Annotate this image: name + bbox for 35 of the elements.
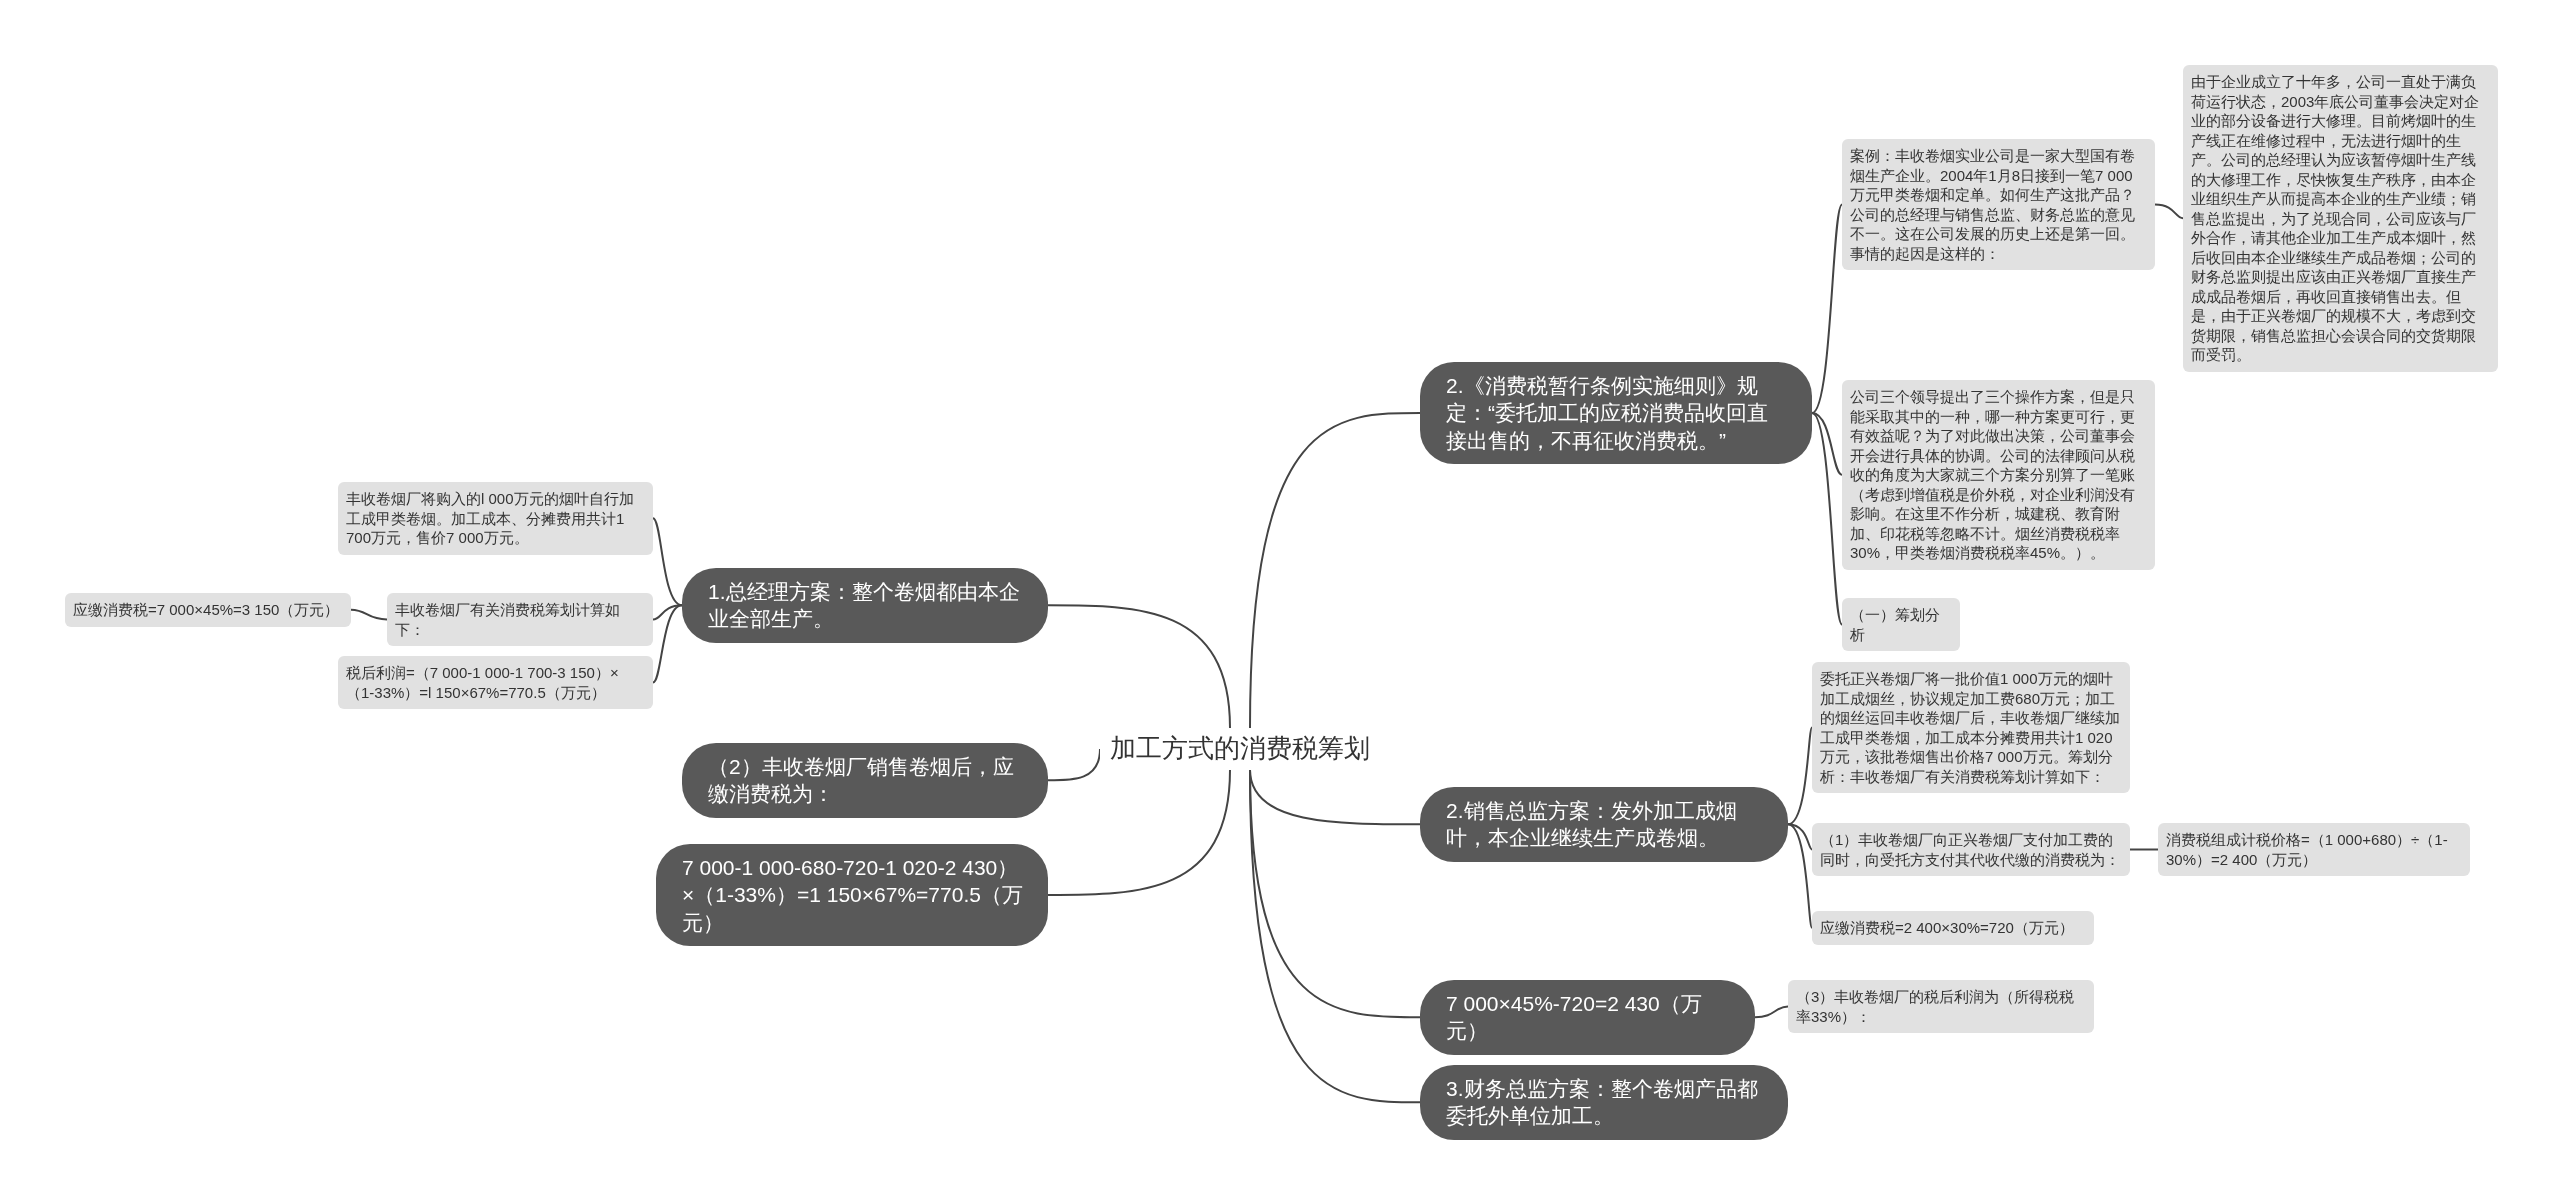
note-box: 税后利润=（7 000-1 000-1 700-3 150）×（1-33%）=l 150×67%=770.5（万元） — [338, 656, 653, 709]
connector-line — [1249, 411, 1421, 729]
connector-line — [1811, 411, 1843, 626]
topic-box: 2.销售总监方案：发外加工成烟叶，本企业继续生产成卷烟。 — [1420, 787, 1788, 862]
note-box: 丰收卷烟厂将购入的l 000万元的烟叶自行加工成甲类卷烟。加工成本、分摊费用共计1 700万元，售价7 000万元。 — [338, 482, 653, 555]
note-box: 委托正兴卷烟厂将一批价值1 000万元的烟叶加工成烟丝，协议规定加工费680万元；加工的烟丝运回丰收卷烟厂后，丰收卷烟厂继续加工成甲类卷烟，加工成本分摊费用共计1 020万元，该批卷烟售出价格7 000万元。筹划分析：丰收卷烟厂有关消费税筹划计算如下： — [1812, 662, 2130, 793]
connector-line — [2129, 848, 2159, 851]
connector-line — [2154, 203, 2184, 220]
topic-box: 2.《消费税暂行条例实施细则》规定：“委托加工的应税消费品收回直接出售的，不再征收消费税。” — [1420, 362, 1812, 464]
connector-line — [1787, 726, 1813, 826]
connector-line — [1811, 411, 1843, 476]
connector-line — [652, 604, 683, 684]
topic-box: 1.总经理方案：整个卷烟都由本企业全部生产。 — [682, 568, 1048, 643]
note-box: 应缴消费税=7 000×45%=3 150（万元） — [65, 593, 351, 627]
connector-line — [1811, 203, 1843, 414]
note-box: 丰收卷烟厂有关消费税筹划计算如下： — [387, 593, 653, 646]
connector-line — [1754, 1005, 1789, 1019]
connector-line — [1787, 823, 1813, 851]
note-box: 消费税组成计税价格=（1 000+680）÷（1-30%）=2 400（万元） — [2158, 823, 2470, 876]
topic-box: 7 000×45%-720=2 430（万元） — [1420, 980, 1755, 1055]
connector-line — [1047, 604, 1231, 729]
note-box: （3）丰收卷烟厂的税后利润为（所得税税率33%）： — [1788, 980, 2094, 1033]
connector-line — [1787, 823, 1813, 929]
connector-line — [652, 604, 683, 621]
note-box: （一）筹划分析 — [1842, 598, 1960, 651]
connector-line — [350, 608, 388, 621]
note-box: 案例：丰收卷烟实业公司是一家大型国有卷烟生产企业。2004年1月8日接到一笔7 000万元甲类卷烟和定单。如何生产这批产品？公司的总经理与销售总监、财务总监的意见不一。这在公司发展的历史上还是第一回。事情的起因是这样的： — [1842, 139, 2155, 270]
topic-box: 3.财务总监方案：整个卷烟产品都委托外单位加工。 — [1420, 1065, 1788, 1140]
note-box: 公司三个领导提出了三个操作方案，但是只能采取其中的一种，哪一种方案更可行，更有效益呢？为了对此做出决策，公司董事会开会进行具体的协调。公司的法律顾问从税收的角度为大家就三个方案分别算了一笔账（考虑到增值税是价外税，对企业利润没有影响。在这里不作分析，城建税、教育附加、印花税等忽略不计。烟丝消费税税率30%，甲类卷烟消费税税率45%。）。 — [1842, 380, 2155, 570]
note-box: （1）丰收卷烟厂向正兴卷烟厂支付加工费的同时，向受托方支付其代收代缴的消费税为： — [1812, 823, 2130, 876]
note-box: 应缴消费税=2 400×30%=720（万元） — [1812, 911, 2094, 945]
topic-box: 7 000-1 000-680-720-1 020-2 430）×（1-33%）=1 150×67%=770.5（万元） — [656, 844, 1048, 946]
note-box: 由于企业成立了十年多，公司一直处于满负荷运行状态，2003年底公司董事会决定对企业的部分设备进行大修理。目前烤烟叶的生产线正在维修过程中，无法进行烟叶的生产。公司的总经理认为应该暂停烟叶生产线的大修理工作，尽快恢复生产秩序，由本企业组织生产从而提高本企业的生产业绩；销售总监提出，为了兑现合同，公司应该与厂外合作，请其他企业加工生产成本烟叶，然后收回由本企业继续生产成品卷烟；公司的财务总监则提出应该由正兴卷烟厂直接生产成成品卷烟后，再收回直接销售出去。但是，由于正兴卷烟厂的规模不大，考虑到交货期限，销售总监担心会误合同的交货期限而受罚。 — [2183, 65, 2498, 372]
connector-line — [1047, 747, 1101, 782]
topic-box: （2）丰收卷烟厂销售卷烟后，应缴消费税为： — [682, 743, 1048, 818]
